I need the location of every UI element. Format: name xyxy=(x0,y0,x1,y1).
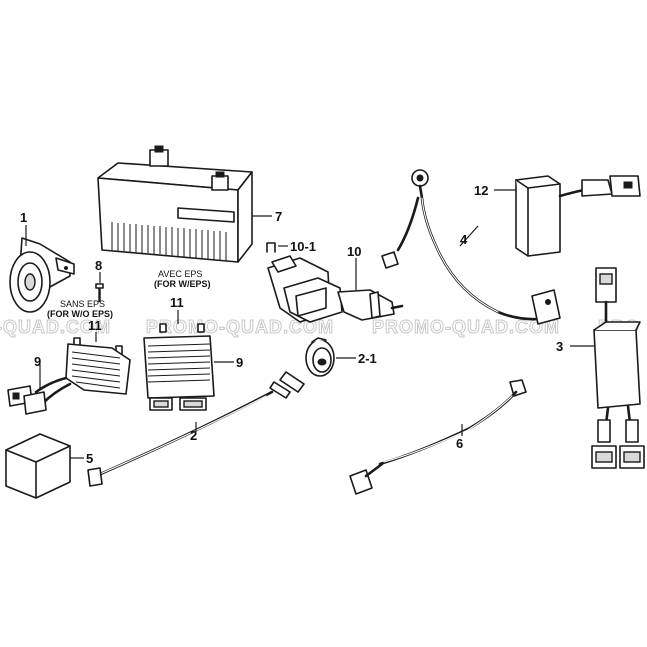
screw-icon[interactable] xyxy=(159,323,205,333)
ground-cable-icon[interactable] xyxy=(381,169,561,325)
rectifier-icon[interactable] xyxy=(143,335,215,411)
fuse-holder-icon[interactable] xyxy=(267,255,404,323)
rectifier-icon[interactable] xyxy=(7,343,131,415)
callout-2-1: 2-1 xyxy=(358,351,377,366)
relay-icon[interactable] xyxy=(515,175,641,257)
sans-eps-sublabel: (FOR W/O EPS) xyxy=(47,309,113,319)
callout-8: 8 xyxy=(95,258,102,273)
callout-6: 6 xyxy=(456,436,463,451)
callout-9a: 9 xyxy=(34,354,41,369)
connector-icon[interactable] xyxy=(305,337,335,377)
clip-icon[interactable] xyxy=(266,242,276,253)
avec-eps-sublabel: (FOR W/EPS) xyxy=(154,279,211,289)
callout-7: 7 xyxy=(275,209,282,224)
callout-9b: 9 xyxy=(236,355,243,370)
flasher-icon[interactable] xyxy=(5,433,71,499)
callout-1: 1 xyxy=(20,210,27,225)
callout-4: 4 xyxy=(460,232,468,247)
screw-icon[interactable] xyxy=(95,283,104,302)
wire-harness-icon[interactable] xyxy=(87,371,305,487)
watermark-left: -QUAD.COM xyxy=(0,317,111,337)
callout-12: 12 xyxy=(474,183,488,198)
callout-10-1: 10-1 xyxy=(290,239,316,254)
watermark-right: PROMO-QUAD.COM xyxy=(372,317,560,337)
horn-icon[interactable] xyxy=(9,237,75,313)
callout-2: 2 xyxy=(190,428,197,443)
watermark-center: PROMO-QUAD.COM xyxy=(146,317,334,337)
avec-eps-label: AVEC EPS xyxy=(158,269,202,279)
sans-eps-label: SANS EPS xyxy=(60,299,105,309)
relay-box-icon[interactable] xyxy=(591,267,645,469)
callout-10: 10 xyxy=(347,244,361,259)
battery-cable-icon[interactable] xyxy=(349,379,527,495)
leader-4 xyxy=(459,225,479,247)
callout-11a: 11 xyxy=(88,318,102,333)
callout-3: 3 xyxy=(556,339,563,354)
callout-5: 5 xyxy=(86,451,93,466)
battery-icon[interactable] xyxy=(97,145,253,263)
callout-11b: 11 xyxy=(170,295,184,310)
